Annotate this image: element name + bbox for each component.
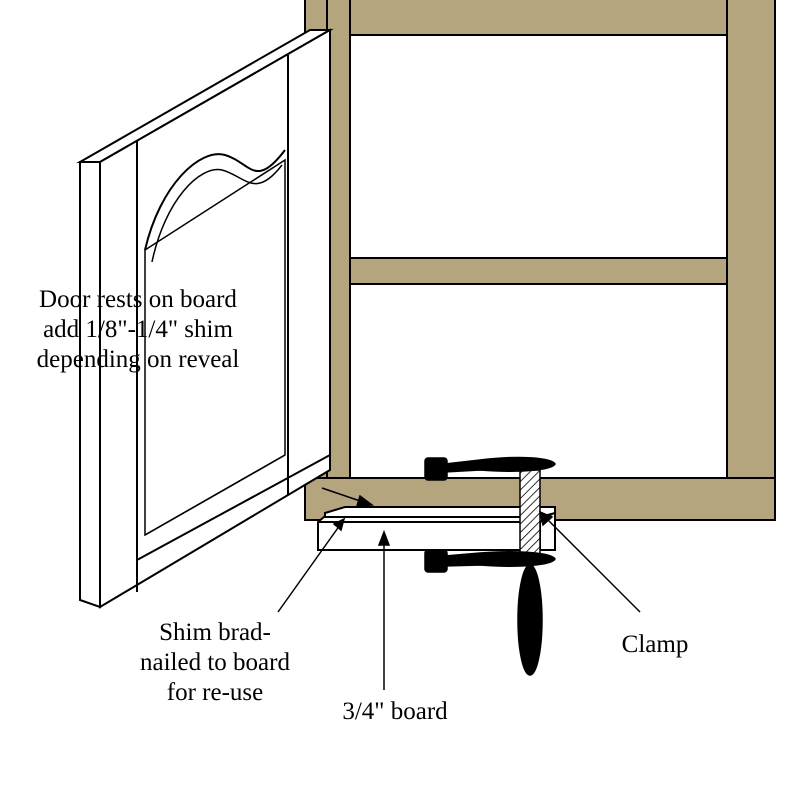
leader-lines: [277, 487, 641, 690]
clamp-note: Clamp: [600, 630, 710, 660]
door-rest-note-line-2: add 1/8"-1/4" shim: [43, 316, 233, 343]
door-rest-note-line-3: depending on reveal: [36, 346, 240, 373]
board-note-text: 3/4" board: [342, 698, 448, 725]
door-arch-molding: [144, 149, 286, 251]
clamp-bar: [519, 469, 541, 559]
clamp-lower-pad: [424, 549, 448, 573]
shim-leader: [277, 524, 341, 613]
clamp: [424, 456, 556, 676]
shim-note-line-3: for re-use: [166, 679, 264, 706]
clamp-note-text: Clamp: [621, 631, 689, 658]
clamp-handle: [517, 564, 543, 676]
board-note: 3/4" board: [320, 697, 470, 727]
door-rest-note-line-1: Door rests on board: [39, 286, 237, 313]
cabinet-shelf-rail: [349, 257, 728, 285]
shim-note-line-2: nailed to board: [140, 649, 290, 676]
shim-note: Shim brad- nailed to board for re-use: [105, 618, 325, 708]
shim: [324, 506, 556, 518]
clamp-upper-pad: [424, 457, 448, 481]
shim-note-line-1: Shim brad-: [159, 619, 271, 646]
door-edge-face: [79, 161, 101, 609]
cabinet-top-rail: [349, 0, 728, 36]
cabinet-frame: [304, 0, 776, 521]
clamp-lower-jaw: [444, 551, 556, 567]
cabinet-right-stile: [726, 0, 776, 521]
door-rest-note: Door rests on board add 1/8"-1/4" shim d…: [18, 285, 258, 375]
clamp-upper-jaw: [444, 456, 556, 473]
board-assembly: [317, 506, 556, 551]
clamp-leader: [544, 516, 641, 613]
cabinet-door: [76, 28, 334, 609]
